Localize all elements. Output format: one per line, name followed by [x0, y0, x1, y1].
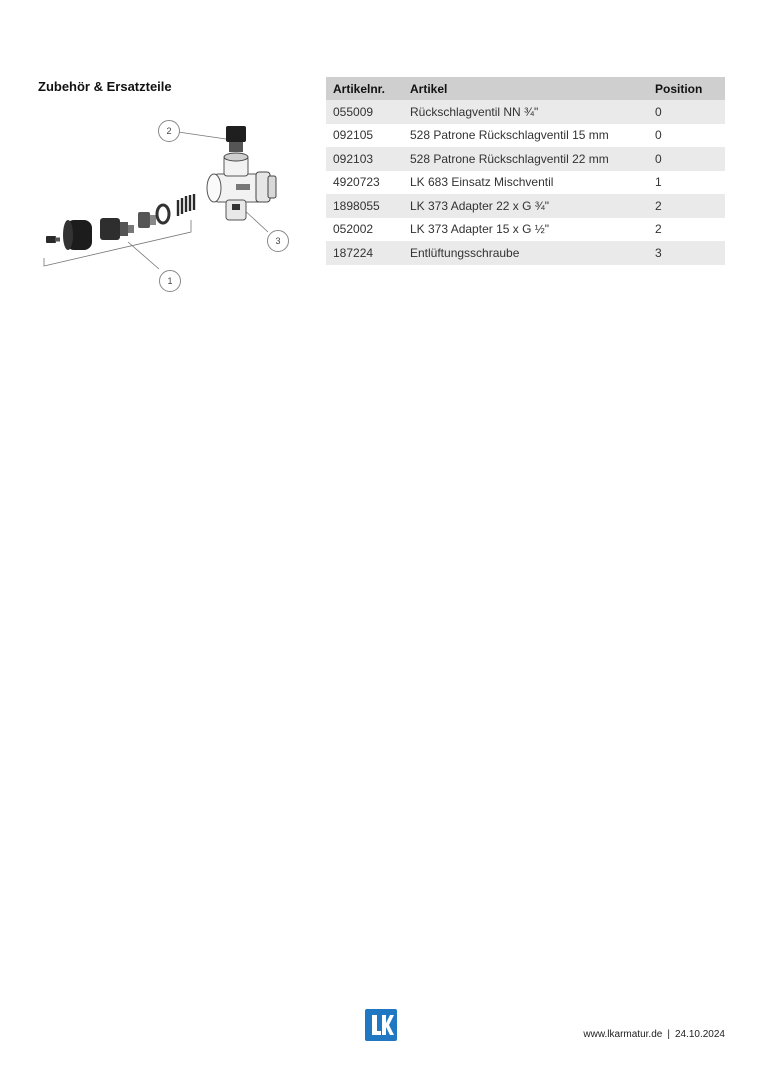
- adapter-fitting-part: [226, 126, 246, 152]
- cell-position: 0: [648, 100, 725, 124]
- cell-article: LK 373 Adapter 15 x G ½": [410, 222, 550, 237]
- cell-article-number: 4920723: [333, 175, 380, 190]
- cell-article: LK 683 Einsatz Mischventil: [410, 175, 554, 190]
- screw-part: [46, 236, 60, 243]
- footer-website: www.lkarmatur.de: [583, 1029, 663, 1040]
- exploded-parts-diagram: 2 3 1: [36, 112, 306, 297]
- table-row: 187224 Entlüftungsschraube 3: [326, 241, 725, 265]
- cell-article: Entlüftungsschraube: [403, 241, 648, 265]
- table-row: 052002 LK 373 Adapter 15 x G ½" 2: [326, 218, 725, 242]
- table-row: 092105 528 Patrone Rückschlagventil 15 m…: [326, 124, 725, 148]
- cell-article-number: 187224: [326, 241, 403, 265]
- cell-article: 528 Patrone Rückschlagventil 22 mm: [403, 147, 648, 171]
- cell-position: 0: [655, 128, 662, 143]
- spring-part: [176, 194, 196, 216]
- o-ring-part: [155, 203, 171, 225]
- parts-illustration: [43, 126, 277, 270]
- cell-position: 3: [648, 241, 725, 265]
- cell-position: 0: [648, 147, 725, 171]
- cell-article-number: 052002: [333, 222, 374, 237]
- insert-part: [100, 218, 134, 240]
- footer-date: 24.10.2024: [674, 1029, 725, 1040]
- callout-1: 1: [159, 270, 181, 292]
- cell-position: 1: [655, 175, 662, 190]
- cell-position: 2: [648, 194, 725, 218]
- cell-article-number: 092103: [326, 147, 403, 171]
- lk-logo-icon: [365, 1009, 397, 1041]
- table-row: 4920723 LK 683 Einsatz Mischventil 1: [326, 171, 725, 195]
- cell-position: 2: [655, 222, 662, 237]
- header-position: Position: [648, 77, 725, 100]
- knob-part: [63, 220, 92, 250]
- nut-part: [138, 212, 156, 228]
- cell-article-number: 092105: [333, 128, 374, 143]
- header-article: Artikel: [403, 77, 648, 100]
- cell-article: Rückschlagventil NN ¾": [403, 100, 648, 124]
- parts-table: Artikelnr. Artikel Position 055009 Rücks…: [326, 77, 725, 265]
- valve-body-part: [206, 152, 277, 221]
- table-row: 1898055 LK 373 Adapter 22 x G ¾" 2: [326, 194, 725, 218]
- lk-logo-mark: [372, 1015, 394, 1035]
- table-row: 055009 Rückschlagventil NN ¾" 0: [326, 100, 725, 124]
- cell-article: 528 Patrone Rückschlagventil 15 mm: [410, 128, 609, 143]
- cell-article-number: 1898055: [326, 194, 403, 218]
- footer-separator: |: [667, 1029, 670, 1040]
- cell-article: LK 373 Adapter 22 x G ¾": [403, 194, 648, 218]
- table-header-row: Artikelnr. Artikel Position: [326, 77, 725, 100]
- table-row: 092103 528 Patrone Rückschlagventil 22 m…: [326, 147, 725, 171]
- callout-3: 3: [267, 230, 289, 252]
- cell-article-number: 055009: [326, 100, 403, 124]
- header-article-number: Artikelnr.: [326, 77, 403, 100]
- section-title: Zubehör & Ersatzteile: [38, 79, 172, 94]
- callout-2: 2: [158, 120, 180, 142]
- footer: www.lkarmatur.de | 24.10.2024: [583, 1029, 725, 1040]
